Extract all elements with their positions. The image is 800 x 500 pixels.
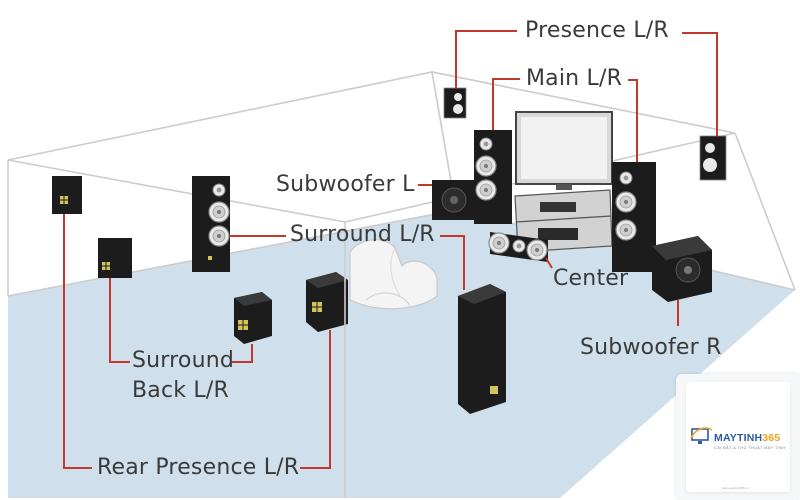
rear-presence-left-speaker [52,176,82,214]
presence-right-speaker [699,135,727,181]
rear-presence-right-speaker [306,272,348,332]
label-surround-back-line2: Back L/R [132,378,229,403]
subwoofer-left [432,180,474,220]
subwoofer-right [652,236,712,302]
watermark-card: MAYTINH365 CÀI ĐẶT & THỦ THUẬT MÁY TÍNH … [676,374,800,500]
armchair [349,239,438,310]
surround-right-speaker [458,284,506,414]
label-main: Main L/R [526,66,623,91]
av-rack [514,189,613,253]
surround-left-speaker [192,176,230,272]
presence-left-speaker [443,87,467,119]
leader-lines [63,30,718,469]
main-left-speaker [474,130,512,224]
label-surround: Surround L/R [290,222,435,247]
logo-tagline: CÀI ĐẶT & THỦ THUẬT MÁY TÍNH [714,445,786,450]
label-rear-presence: Rear Presence L/R [97,455,300,480]
tv [515,111,613,190]
logo-brand-number: 365 [762,432,781,444]
surround-back-right-speaker [234,292,272,344]
label-surround-back-line1: Surround [132,348,235,373]
logo-brand-main: MAYTINH [714,432,763,444]
logo-brand: MAYTINH365 [714,432,780,444]
label-subwoofer-right: Subwoofer R [580,335,722,360]
logo-url: www.maytinh365.vn [722,486,749,490]
surround-back-left-speaker [98,238,132,278]
main-right-speaker [612,162,656,272]
label-surround-back: Surround Back L/R [132,346,234,406]
room-floor [8,210,795,498]
logo-panel: MAYTINH365 CÀI ĐẶT & THỦ THUẬT MÁY TÍNH … [686,382,790,492]
monitor-logo-icon [690,427,713,444]
label-center: Center [553,266,629,291]
label-presence: Presence L/R [525,18,669,43]
label-subwoofer-left: Subwoofer L [276,172,415,197]
center-speaker [488,232,548,262]
